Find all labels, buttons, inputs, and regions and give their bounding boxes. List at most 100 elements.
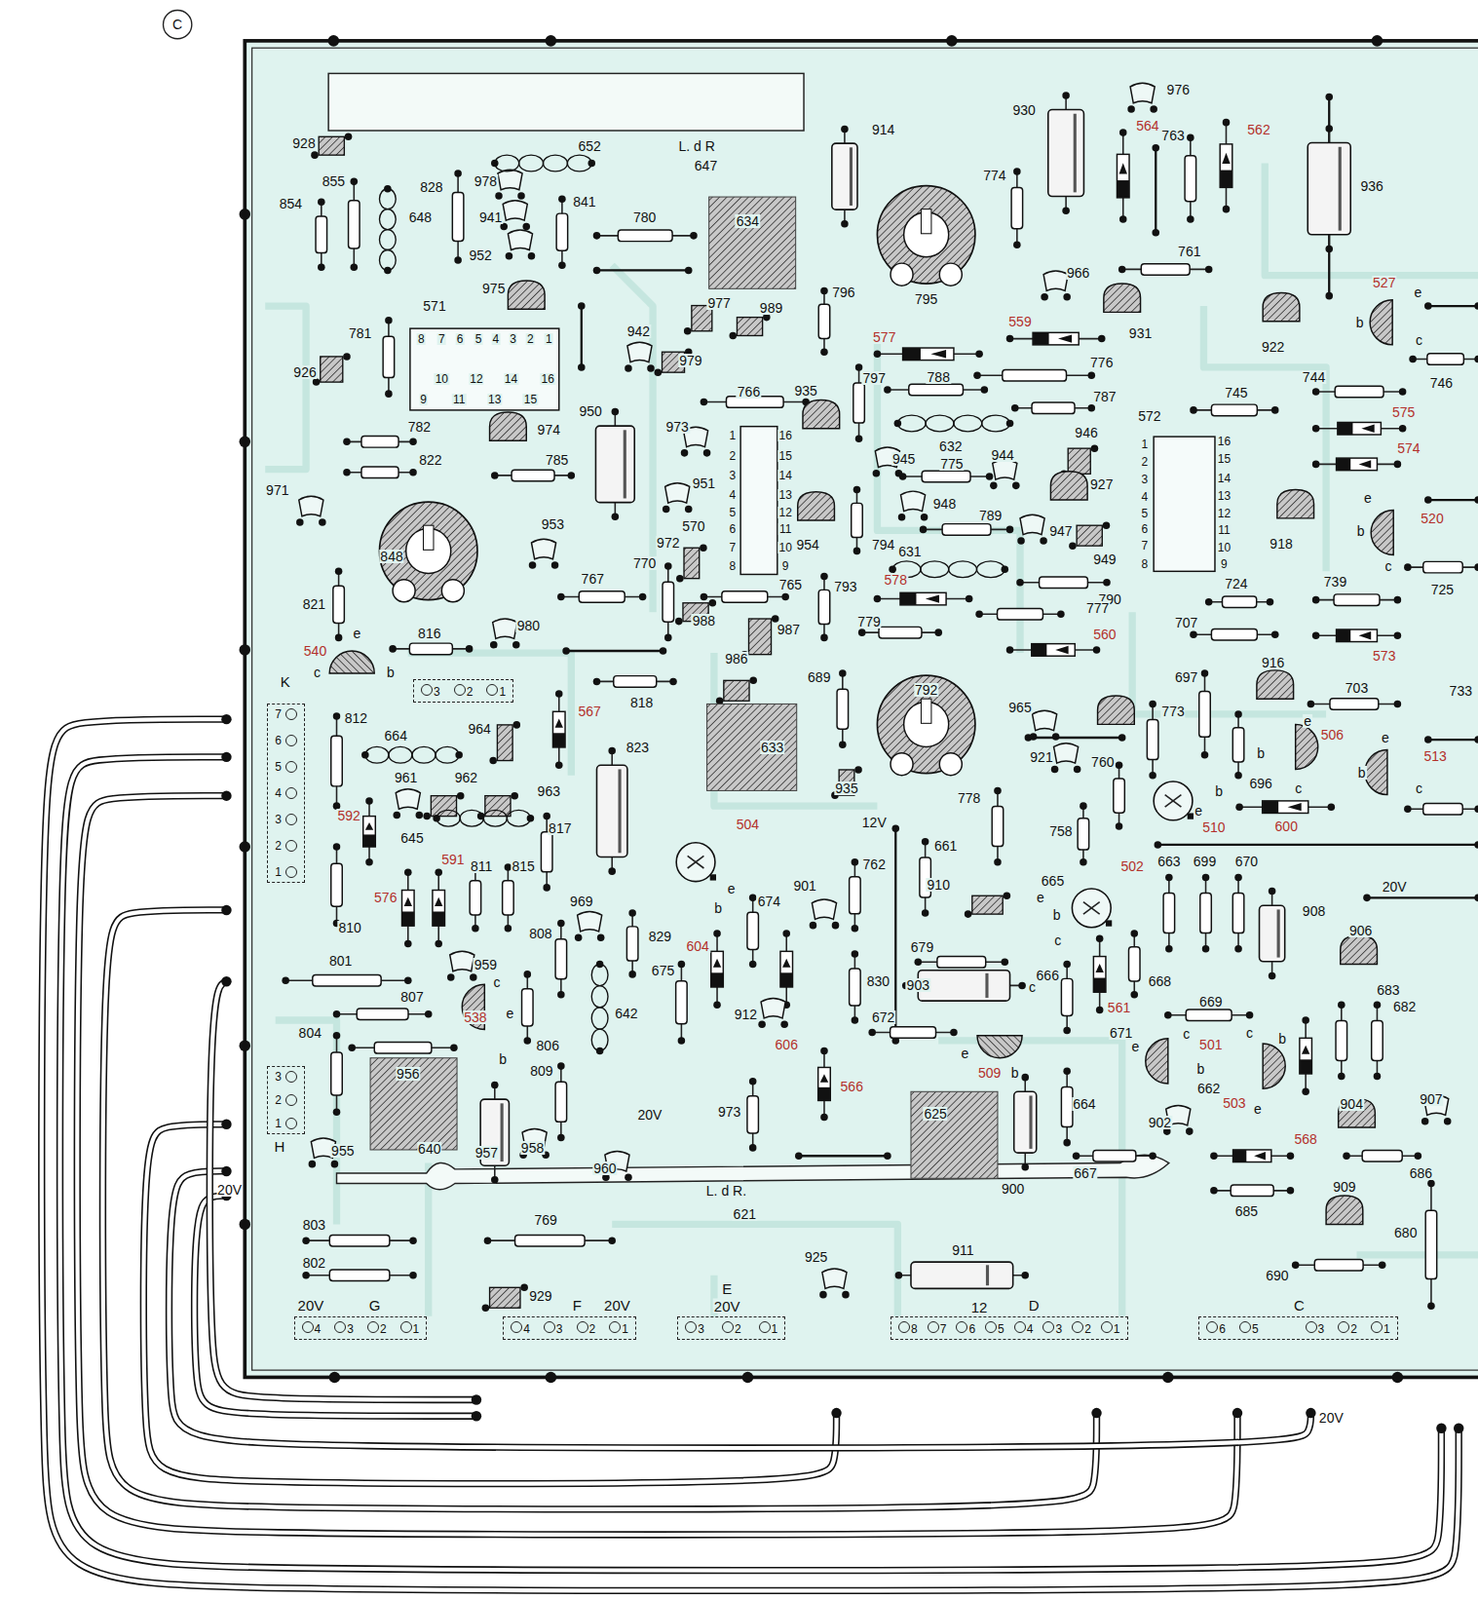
solder-pad [1291,1261,1300,1270]
resistor-body [540,832,553,872]
choke-coil [519,154,544,172]
transistor-body [1369,300,1393,345]
part-number: 665 [1040,873,1065,888]
solder-pad [1154,840,1163,849]
part-number: 775 [939,456,964,471]
part-number: 907 [1418,1092,1443,1106]
solder-pad [1421,1117,1430,1126]
solder-pad [1016,578,1024,587]
solder-pad [1235,802,1244,811]
part-number: 699 [1192,854,1217,869]
diode-symbol [782,958,791,968]
resistor-body [849,876,862,914]
frame-dot [1162,1371,1175,1384]
part-number: 1 [544,333,554,345]
solder-pad [873,350,882,359]
diode-symbol [1119,162,1128,174]
solder-pad [699,543,708,552]
part-number: 949 [1092,552,1117,567]
part-number: 841 [571,194,597,209]
electrolytic-stripe [985,1264,989,1286]
part-number: 944 [990,448,1016,462]
solder-pad [416,811,424,820]
lead-letter: e [1412,285,1423,300]
board-art [41,9,1478,1591]
part-number: 789 [978,508,1003,523]
solder-pad [1118,265,1127,274]
solder-pad [1268,887,1277,896]
part-number: 901 [792,878,817,893]
diode-band [1262,800,1279,814]
solder-pad [1073,765,1082,774]
solder-pad [568,471,576,480]
solder-pad [1052,732,1061,741]
resistor-body [1011,187,1024,228]
lead-letter: c [492,975,501,989]
solder-pad [558,261,567,269]
solder-pad [1021,1271,1029,1280]
resistor-body [333,585,345,623]
capacitor-body [485,795,511,817]
resistor-body [1184,155,1197,202]
part-number: 779 [856,614,881,629]
part-number: 806 [535,1038,561,1053]
transistor-body [1364,750,1388,796]
part-number: 2 [727,450,737,462]
solder-pad [482,1303,491,1312]
part-number: 744 [1301,370,1327,384]
transistor-body [1262,1043,1286,1089]
pot-pin [939,753,962,776]
part-number: 794 [871,537,896,552]
choke-coil [378,189,396,210]
pin-number: 2 [454,683,474,698]
solder-pad [1130,990,1138,999]
solder-pad [840,125,849,134]
cable-outer [76,795,1238,1535]
part-number: 4 [727,489,737,501]
solder-pad [975,610,984,619]
solder-pad [469,973,478,982]
solder-pad [868,1028,876,1037]
ldr-strip [328,73,804,131]
wire-link [1428,738,1478,741]
solder-pad [1148,771,1157,780]
solder-pad [522,223,531,231]
diode-band [552,732,566,748]
part-number: 600 [1274,819,1299,834]
solder-pad [675,617,683,626]
part-number: 973 [717,1104,742,1119]
part-number: 773 [1160,704,1185,719]
solder-pad [1018,982,1026,990]
cable-end [221,1166,231,1176]
part-number: 5 [727,506,737,519]
solder-pad [771,614,780,623]
solder-pad [1013,167,1022,176]
solder-pad [1427,1301,1436,1310]
solder-pad [1115,760,1124,769]
part-number: 13 [1216,490,1232,502]
solder-pad [1474,563,1478,571]
resistor-body [555,939,568,980]
resistor-body [361,466,399,479]
part-number: 689 [806,670,832,684]
part-number: 666 [1035,968,1061,983]
part-number: 989 [758,301,784,315]
resistor-body [1230,1184,1274,1197]
part-number: 916 [1260,655,1286,670]
transistor-body [1340,935,1378,964]
component-lead [687,855,705,869]
connector-name: F [571,1296,583,1312]
resistor-body [1077,818,1090,850]
part-number: 969 [568,894,594,909]
diode-symbol [1055,645,1068,654]
lead-letter: b [1357,765,1367,780]
board-text: 12V [861,815,888,830]
choke-coil [378,229,396,251]
part-number: 953 [540,517,566,531]
component-lead [1165,795,1182,808]
cable-inner [76,795,1238,1535]
part-number: 7 [1139,539,1149,552]
resistor-body [331,735,343,787]
part-number: 634 [735,214,760,228]
part-number: 976 [1166,82,1191,97]
